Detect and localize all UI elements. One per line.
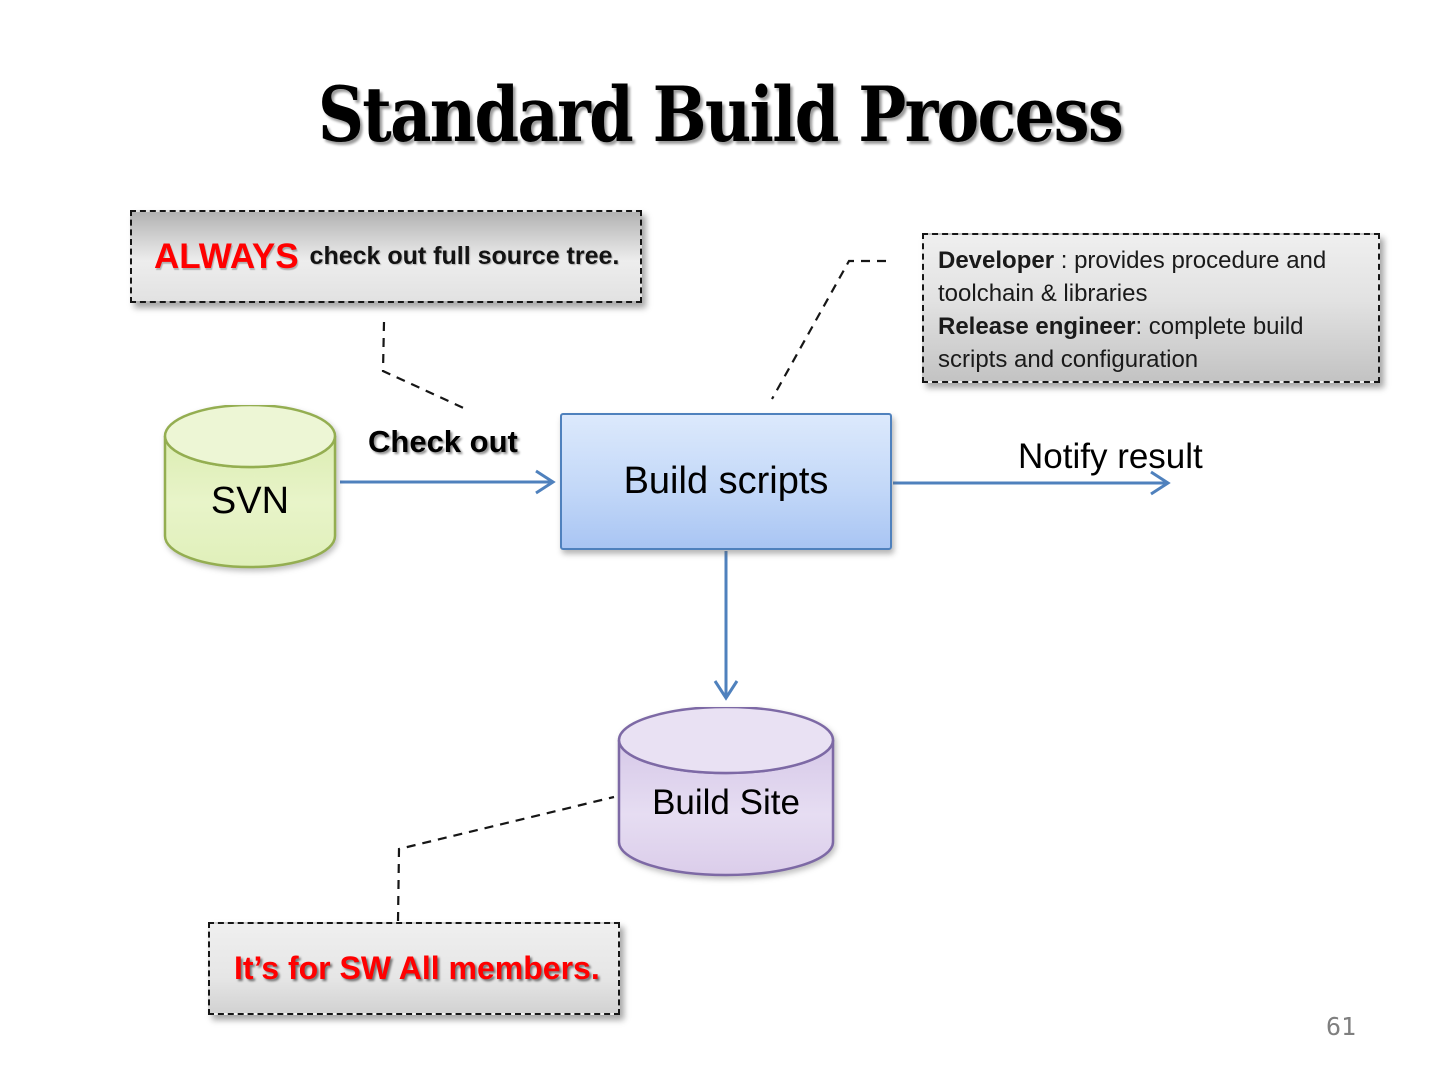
dashed-connector-always <box>381 321 469 411</box>
node-build-scripts: Build scripts <box>560 413 892 550</box>
callout-roles-line-developer: Developer : provides procedure and toolc… <box>938 244 1364 310</box>
callout-members-text: It’s for SW All members. <box>234 950 600 986</box>
node-build-site-cylinder: Build Site <box>617 705 835 877</box>
dashed-connector-members <box>396 795 615 922</box>
callout-always-highlight: ALWAYS <box>154 236 299 276</box>
role-developer-bold: Developer <box>938 247 1055 274</box>
edge-label-check-out: Check out <box>368 424 518 459</box>
dashed-connector-roles <box>771 259 886 400</box>
arrow-to-build-site <box>713 551 739 701</box>
node-build-scripts-label: Build scripts <box>623 460 829 502</box>
svn-cylinder-shape <box>163 403 337 569</box>
node-svn-label: SVN <box>210 480 290 522</box>
page-number: 61 <box>1326 1012 1357 1041</box>
node-build-site-label: Build Site <box>652 783 800 822</box>
callout-members: It’s for SW All members. <box>208 922 620 1015</box>
role-release-bold: Release engineer <box>938 313 1136 340</box>
svn-cylinder-top <box>163 403 337 469</box>
build-site-cylinder-top <box>617 705 835 775</box>
build-site-cylinder-shape <box>617 705 835 877</box>
callout-roles: Developer : provides procedure and toolc… <box>922 233 1380 383</box>
callout-always: ALWAYS check out full source tree. <box>130 210 642 303</box>
callout-roles-line-release: Release engineer: complete build scripts… <box>938 310 1364 376</box>
role-release-text: : complete build scripts and configurati… <box>938 313 1304 373</box>
slide-title: Standard Build Process <box>317 70 1124 159</box>
callout-always-text: check out full source tree. <box>302 242 620 270</box>
node-svn-cylinder: SVN <box>163 403 337 569</box>
role-developer-text: : provides procedure and toolchain & lib… <box>938 247 1327 307</box>
edge-label-notify-result: Notify result <box>1018 437 1203 476</box>
arrow-check-out <box>340 469 556 495</box>
